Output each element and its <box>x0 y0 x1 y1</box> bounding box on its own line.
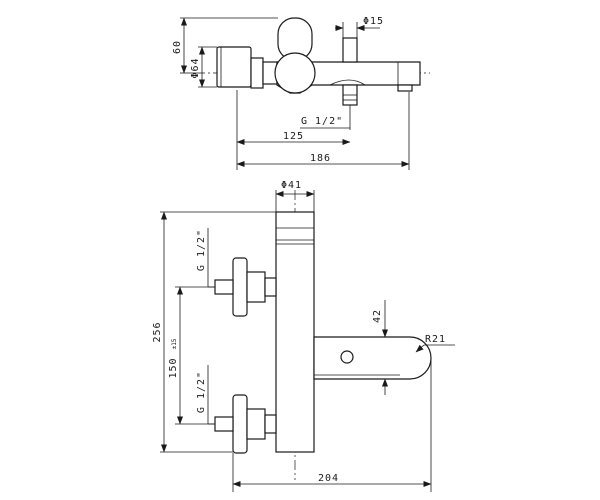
dim-top-125: 125 <box>236 90 351 170</box>
top-body <box>274 17 421 94</box>
dim-top-thread-label: G 1/2" <box>301 116 343 127</box>
dim-front-spacing-label: 150 <box>168 357 179 378</box>
top-spout-outlet <box>342 37 358 63</box>
dim-front-lower-thread-label: G 1/2" <box>196 371 207 413</box>
front-lower-connection <box>214 394 277 454</box>
dim-front-radius-label: R21 <box>425 334 446 345</box>
front-body <box>275 211 315 453</box>
dim-front-height-label: 256 <box>152 321 163 342</box>
top-view: 60 Φ64 Φ15 G 1/2" 125 <box>172 16 430 170</box>
dim-front-lower-thread: G 1/2" <box>196 365 215 425</box>
dim-front-upper-thread: G 1/2" <box>196 228 215 288</box>
dim-top-186: 186 <box>236 92 410 170</box>
dim-front-spacing-tolerance: ±15 <box>171 338 178 349</box>
front-spout <box>313 336 432 380</box>
dim-front-256: 256 <box>152 211 276 453</box>
dim-top-60: 60 <box>172 17 278 74</box>
dim-top-phi15: Φ15 <box>335 16 384 38</box>
dim-front-150: 150 ±15 <box>168 286 215 425</box>
dim-front-width-label: 204 <box>318 473 339 484</box>
dim-top-overall-depth-label: 186 <box>310 153 331 164</box>
dim-front-r21: R21 <box>415 334 455 353</box>
dim-top-height-label: 60 <box>172 40 183 54</box>
dim-front-204: 204 <box>232 358 432 492</box>
dim-front-42: 42 <box>372 300 388 395</box>
dim-top-spout-diameter-label: Φ15 <box>363 16 384 27</box>
dim-top-diameter-label: Φ64 <box>190 57 201 78</box>
front-view: Φ41 G 1/2" <box>152 180 455 492</box>
dim-front-spout-height-label: 42 <box>372 309 383 323</box>
dim-front-top-diameter-label: Φ41 <box>281 180 302 191</box>
top-left-handle <box>216 46 278 89</box>
dim-top-phi64: Φ64 <box>190 46 217 88</box>
top-inlet-connector <box>342 84 358 130</box>
front-upper-connection <box>214 257 277 317</box>
dim-front-upper-thread-label: G 1/2" <box>196 229 207 271</box>
dim-top-depth-label: 125 <box>283 131 304 142</box>
dim-top-thread: G 1/2" <box>300 116 350 129</box>
dim-front-phi41: Φ41 <box>275 180 315 212</box>
